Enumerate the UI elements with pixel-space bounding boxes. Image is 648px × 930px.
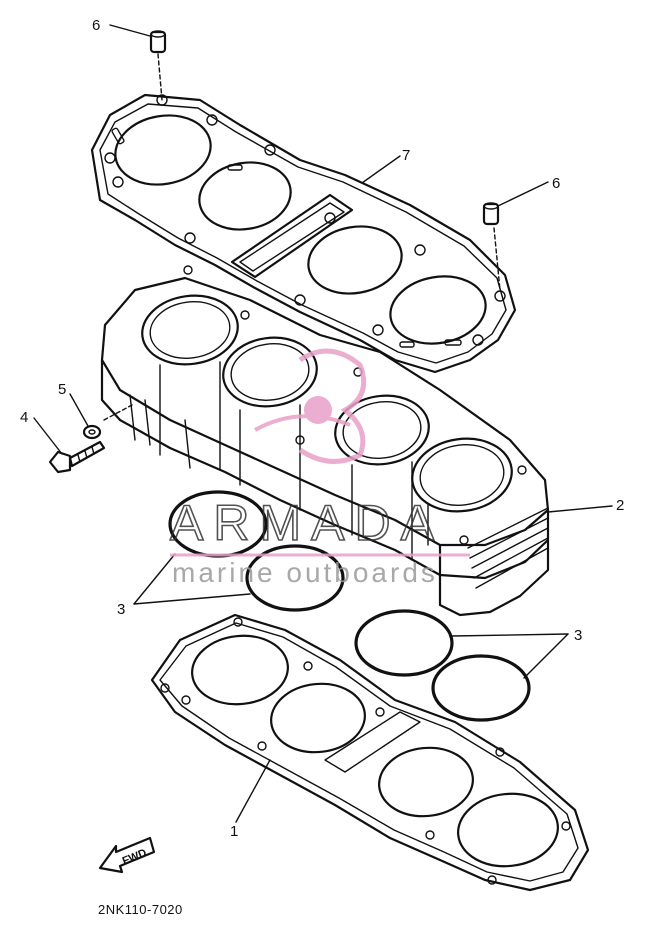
- callout-6-right: 6: [552, 175, 560, 192]
- watermark-tagline: marine outboards: [172, 557, 438, 588]
- dowel-pin-right[interactable]: [482, 202, 501, 291]
- watermark-brand: ARMADA: [170, 495, 444, 551]
- forward-arrow-label: FWD: [121, 847, 149, 868]
- callout-4: 4: [20, 409, 28, 426]
- callout-5: 5: [58, 381, 66, 398]
- forward-arrow-icon: FWD: [98, 836, 156, 874]
- callout-7: 7: [402, 147, 410, 164]
- o-ring-left-lower[interactable]: [245, 544, 345, 612]
- washer[interactable]: [82, 424, 102, 440]
- callout-6-left: 6: [92, 17, 100, 34]
- cylinder-block[interactable]: [100, 265, 550, 617]
- callout-3-right: 3: [574, 627, 582, 644]
- base-gasket[interactable]: [150, 613, 590, 892]
- dowel-pin-left[interactable]: [149, 30, 167, 101]
- head-gasket[interactable]: [90, 93, 517, 374]
- callout-1: 1: [230, 823, 238, 840]
- o-ring-right-upper[interactable]: [354, 609, 454, 677]
- watermark-logo-icon: [254, 348, 367, 464]
- bolt-axis-line: [103, 404, 133, 421]
- callout-2: 2: [616, 497, 624, 514]
- watermark: ARMADA marine outboards: [169, 348, 470, 588]
- bolt[interactable]: [48, 440, 106, 474]
- callout-3-left: 3: [117, 601, 125, 618]
- leader-lines: [33, 24, 613, 823]
- part-code: 2NK110-7020: [98, 902, 183, 917]
- o-ring-right-lower[interactable]: [431, 654, 531, 722]
